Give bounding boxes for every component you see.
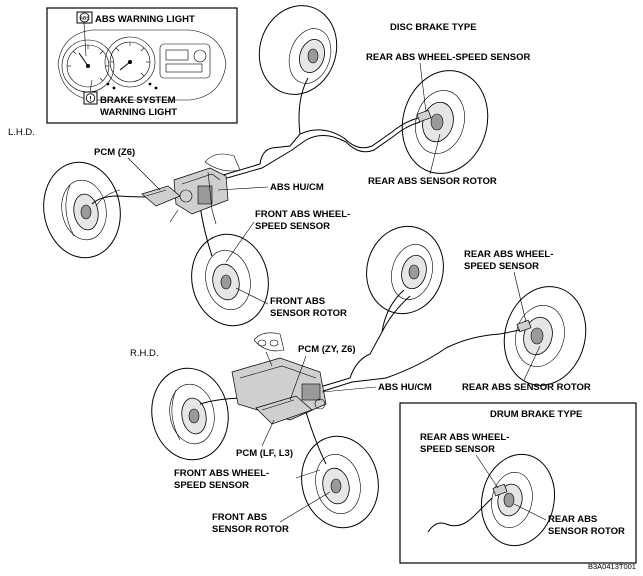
abs-warning-light-label: ABS WARNING LIGHT [95,14,195,25]
rhd-front-abs-wheel-speed-sensor-label-1: FRONT ABS WHEEL- [174,468,269,479]
rhd-pcm-unit [255,395,313,425]
rhd-pcm-lf-l3-label: PCM (LF, L3) [236,448,293,459]
rhd-vehicle-layout [151,225,587,529]
brake-system-warning-light-label-1: BRAKE SYSTEM [100,95,176,106]
rhd-rear-abs-wheel-speed-sensor-label-1: REAR ABS WHEEL- [464,249,553,260]
lhd-front-abs-sensor-rotor-label-2: SENSOR ROTOR [270,308,347,319]
rhd-front-right-wheel [301,435,379,529]
rhd-rear-left-wheel [366,225,444,315]
rhd-pcm-zy-z6-label: PCM (ZY, Z6) [298,344,356,355]
svg-text:!: ! [89,96,91,103]
rhd-heading: R.H.D. [130,348,159,359]
figure-code: B3A0413T001 [588,562,636,571]
lhd-rear-abs-wheel-speed-sensor-label: REAR ABS WHEEL-SPEED SENSOR [366,52,530,63]
lhd-rear-left-wheel [258,5,338,95]
rhd-abs-hucm-label: ABS HU/CM [378,382,432,393]
rhd-front-left-wheel [151,367,229,461]
drum-rear-abs-sensor-rotor-label-1: REAR ABS [548,514,597,525]
drum-rear-abs-wheel-speed-sensor-label-2: SPEED SENSOR [420,444,495,455]
rhd-rear-right-wheel [503,286,587,386]
rhd-front-abs-sensor-rotor-label-1: FRONT ABS [212,512,267,523]
drum-rear-abs-sensor-rotor-label-2: SENSOR ROTOR [548,526,625,537]
lhd-rear-abs-sensor-rotor-label: REAR ABS SENSOR ROTOR [368,176,497,187]
lhd-pcm-unit [141,185,181,207]
lhd-abs-hucm-unit [173,167,229,215]
rhd-front-abs-wheel-speed-sensor-label-2: SPEED SENSOR [174,480,249,491]
lhd-pcm-label: PCM (Z6) [94,147,135,158]
lhd-front-abs-wheel-speed-sensor-label-1: FRONT ABS WHEEL- [255,209,350,220]
instrument-cluster-inset: ABS ABS WARNING LIGHT ! BRAKE SYSTEM WAR… [46,7,238,124]
drum-rear-abs-wheel-speed-sensor-label-1: REAR ABS WHEEL- [420,432,509,443]
rhd-rear-abs-sensor-rotor-label: REAR ABS SENSOR ROTOR [462,382,591,393]
drum-rear-wheel [481,453,555,547]
lhd-abs-hucm-label: ABS HU/CM [270,182,324,193]
abs-warning-light-icon: ABS [76,11,93,24]
brake-system-warning-light-label-2: WARNING LIGHT [100,107,177,118]
lhd-vehicle-layout [43,5,489,327]
disc-brake-type-heading: DISC BRAKE TYPE [390,22,477,33]
speedometer-gauge [104,36,156,88]
rhd-front-abs-sensor-rotor-label-2: SENSOR ROTOR [212,524,289,535]
svg-text:ABS: ABS [80,15,90,20]
drum-brake-type-inset: DRUM BRAKE TYPE REAR ABS WHEEL- SPEED SE… [399,402,637,564]
brake-system-warning-light-icon: ! [83,91,98,105]
lhd-front-abs-sensor-rotor-label-1: FRONT ABS [270,296,325,307]
lhd-rear-right-wheel [401,70,489,174]
lhd-heading: L.H.D. [8,127,35,138]
drum-brake-type-heading: DRUM BRAKE TYPE [490,409,582,420]
lhd-front-right-wheel [191,233,269,327]
rhd-rear-abs-wheel-speed-sensor-label-2: SPEED SENSOR [464,261,539,272]
lhd-front-left-wheel [43,161,121,259]
lhd-front-abs-wheel-speed-sensor-label-2: SPEED SENSOR [255,221,330,232]
